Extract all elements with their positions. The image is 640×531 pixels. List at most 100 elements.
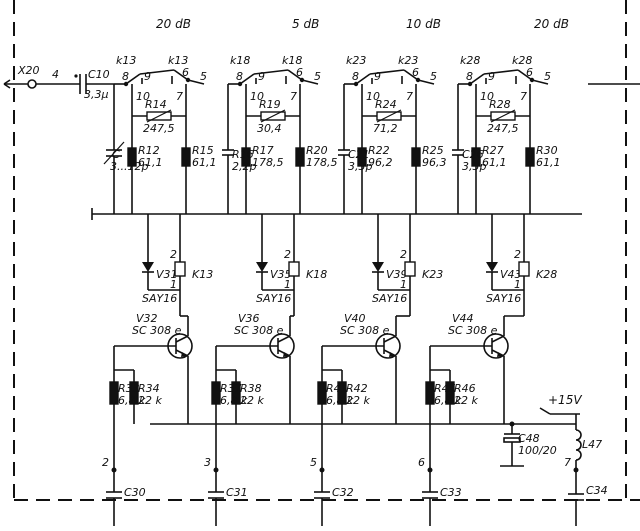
shunt-left-resistor — [127, 147, 137, 167]
r-b-value: 22 k — [346, 394, 370, 407]
contact-ii-blade — [355, 73, 371, 85]
r-b-value: 22 k — [138, 394, 162, 407]
diode-label: V39 — [386, 268, 408, 281]
shunt-right-resistor — [411, 147, 421, 167]
atten-label-3: 10 dB — [406, 17, 441, 31]
diode-label: V31 — [156, 268, 178, 281]
r-a-value: 6,8 k — [326, 394, 354, 407]
shunt-left-name: R17 — [252, 144, 274, 157]
r-b-name: R38 — [240, 382, 262, 395]
relay-contact-ii-label: k13 — [116, 54, 136, 67]
series-resistor-trim — [376, 109, 402, 123]
output-cap-label: C31 — [226, 486, 248, 499]
r-a-value: 6,8 k — [118, 394, 146, 407]
relay-contact-i-label: k23 — [398, 54, 418, 67]
contact-5-label: 5 — [430, 70, 437, 83]
r-b-name: R42 — [346, 382, 368, 395]
stage-output-wire — [187, 79, 205, 85]
r-b-value: 22 k — [240, 394, 264, 407]
contact-ii-blade — [125, 73, 141, 85]
series-res-value: 247,5 — [487, 122, 519, 135]
r-a-name: R33 — [118, 382, 140, 395]
shunt-cap-name: C26 — [462, 148, 484, 161]
r-a-name: R41 — [326, 382, 348, 395]
shunt-right-name: R25 — [422, 144, 444, 157]
diode-type-label: SAY16 — [486, 292, 521, 305]
base-resistor-a — [425, 381, 435, 405]
shunt-cap-name: C21 — [348, 148, 370, 161]
shunt-right-resistor — [181, 147, 191, 167]
relay-coil — [518, 261, 530, 277]
coil-pin-top: 2 — [170, 248, 177, 261]
diode-type-label: SAY16 — [372, 292, 407, 305]
base-resistor-a — [109, 381, 119, 405]
trimmer-capacitor: C 3...12p — [103, 84, 148, 214]
shunt-right-name: R20 — [306, 144, 328, 157]
contact-pivot-i — [299, 77, 305, 83]
transistor-arrow — [181, 352, 188, 357]
transistor-collector — [383, 335, 397, 343]
relay-contact-i-label: k18 — [282, 54, 302, 67]
atten-label-4: 20 dB — [534, 17, 569, 31]
transistor-type: SC 308 e — [132, 324, 182, 337]
diode-type-label: SAY16 — [142, 292, 177, 305]
contact-pivot-i — [415, 77, 421, 83]
contact-pivot-i — [185, 77, 191, 83]
transistor-arrow — [389, 352, 396, 357]
relay-contact-i-label: k28 — [512, 54, 532, 67]
transistor-collector — [175, 335, 189, 343]
series-res-value: 71,2 — [373, 122, 398, 135]
coil-pin-bottom: 1 — [170, 278, 177, 291]
contact-ii-blade — [239, 73, 255, 85]
shunt-left-value: 178,5 — [252, 156, 284, 169]
coil-pin-bottom: 1 — [284, 278, 291, 291]
r-b-name: R34 — [138, 382, 160, 395]
shunt-right-value: 96,3 — [422, 156, 447, 169]
diode-symbol — [256, 262, 268, 272]
contact-8-label: 8 — [466, 70, 473, 83]
r-a-value: 6,8 k — [434, 394, 462, 407]
coil-pin-top: 2 — [284, 248, 291, 261]
coil-pin-top: 2 — [400, 248, 407, 261]
contact-pivot-i — [529, 77, 535, 83]
r-b-name: R46 — [454, 382, 476, 395]
node-label: 6 — [418, 456, 425, 469]
transistor-type: SC 308 e — [448, 324, 498, 337]
output-cap-label: C33 — [440, 486, 462, 499]
dashed-frame — [13, 0, 640, 501]
coil-pin-top: 2 — [514, 248, 521, 261]
contact-7-label: 7 — [406, 90, 413, 103]
contact-8-label: 8 — [236, 70, 243, 83]
contact-9-label: 9 — [488, 70, 495, 83]
r-a-name: R37 — [220, 382, 242, 395]
series-resistor-trim — [490, 109, 516, 123]
contact-pivot-ii — [123, 81, 129, 87]
contact-8-label: 8 — [352, 70, 359, 83]
node-label: 2 — [102, 456, 109, 469]
stage-output-wire — [417, 79, 435, 85]
series-resistor-trim — [146, 109, 172, 123]
shunt-left-value: 61,1 — [138, 156, 163, 169]
node-label: 5 — [310, 456, 317, 469]
contact-5-label: 5 — [200, 70, 207, 83]
diode-label: V35 — [270, 268, 292, 281]
relay-label: K13 — [192, 268, 213, 281]
shunt-left-value: 61,1 — [482, 156, 507, 169]
shunt-left-name: R12 — [138, 144, 160, 157]
relay-label: K23 — [422, 268, 443, 281]
shunt-cap-name: R16 — [232, 148, 254, 161]
output-cap-label: C32 — [332, 486, 354, 499]
contact-6-label: 6 — [182, 66, 189, 79]
relay-bridge-wire — [139, 69, 175, 75]
relay-coil — [174, 261, 186, 277]
coupling-capacitor: C10 3,3µ — [74, 68, 114, 101]
relay-bridge-wire — [483, 69, 519, 75]
r-b-value: 22 k — [454, 394, 478, 407]
shunt-left-name: R27 — [482, 144, 504, 157]
contact-10-label: 10 — [480, 90, 494, 103]
relay-bridge-wire — [369, 69, 405, 75]
